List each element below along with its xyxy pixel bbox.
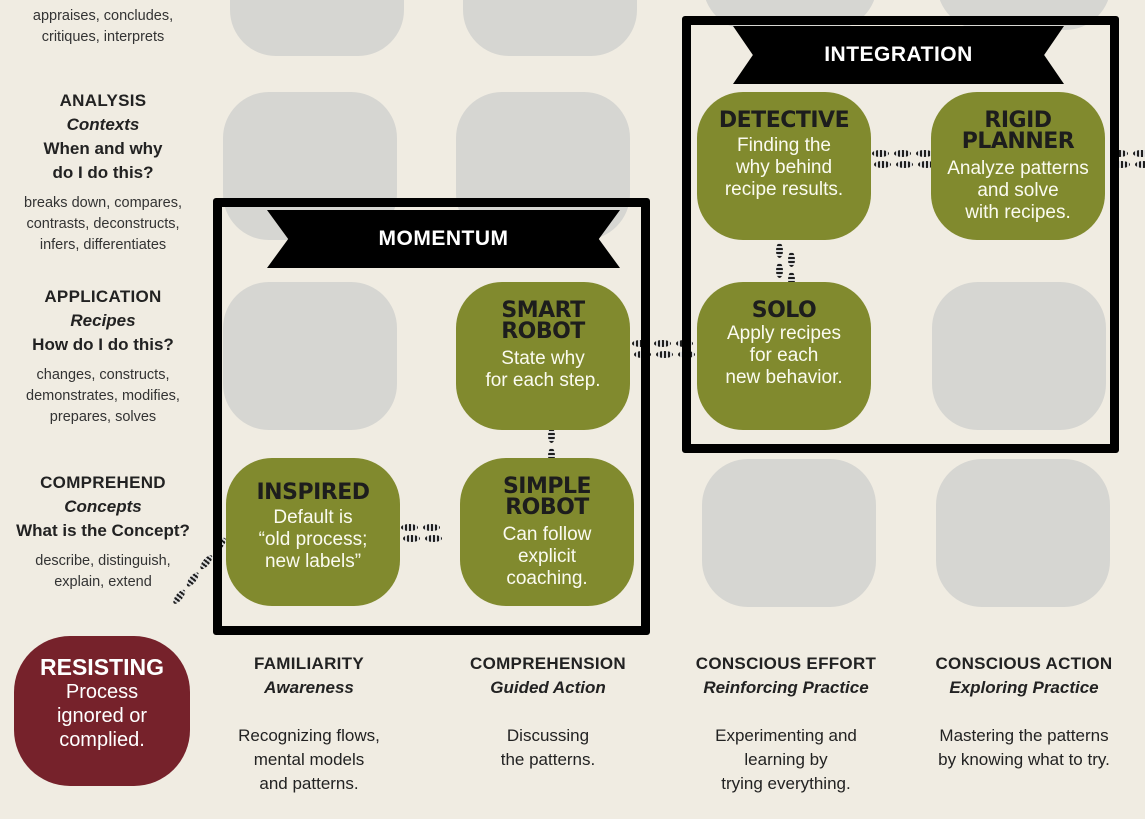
inspired-title: INSPIRED <box>256 480 370 505</box>
comprehend-sub: Concepts <box>64 497 142 516</box>
analysis-question: When and why do I do this? <box>43 139 163 182</box>
rigid-planner-title: RIGID PLANNER <box>961 108 1075 154</box>
comprehension-heading: COMPREHENSION <box>470 654 626 673</box>
comprehend-verbs: describe, distinguish, explain, extend <box>35 553 171 590</box>
rigid-planner-desc: Analyze patterns and solve with recipes. <box>947 158 1089 223</box>
comprehend-heading: COMPREHEND <box>40 473 166 492</box>
conscious-action-desc: Mastering the patterns by knowing what t… <box>938 726 1110 769</box>
empty-tile <box>703 0 877 30</box>
stage-detective: DETECTIVE Finding the why behind recipe … <box>697 92 871 240</box>
analysis-verbs: breaks down, compares, contrasts, decons… <box>24 195 182 253</box>
comprehension-desc: Discussing the patterns. <box>500 726 596 769</box>
column-label-conscious-effort: CONSCIOUS EFFORT Reinforcing Practice Ex… <box>666 652 906 796</box>
solo-desc: Apply recipes for each new behavior. <box>725 323 843 388</box>
conscious-effort-heading: CONSCIOUS EFFORT <box>695 654 877 673</box>
conscious-effort-sub: Reinforcing Practice <box>703 678 869 697</box>
stage-rigid-planner: RIGID PLANNER Analyze patterns and solve… <box>931 92 1105 240</box>
conscious-action-heading: CONSCIOUS ACTION <box>935 654 1113 673</box>
integration-frame <box>682 16 1119 453</box>
momentum-label: MOMENTUM <box>378 227 509 250</box>
row-label-evaluation: appraises, concludes, critiques, interpr… <box>0 6 206 48</box>
evaluation-verbs: appraises, concludes, critiques, interpr… <box>32 8 174 45</box>
application-heading: APPLICATION <box>44 287 162 306</box>
smart-robot-title: SMART ROBOT <box>501 298 585 344</box>
smart-robot-desc: State why for each step. <box>485 348 601 391</box>
stage-solo: SOLO Apply recipes for each new behavior… <box>697 282 871 430</box>
footprints-solo-detective <box>776 243 783 278</box>
simple-robot-title: SIMPLE ROBOT <box>502 474 592 520</box>
footprints-detective-rigid-planner <box>872 150 933 157</box>
row-label-application: APPLICATION Recipes How do I do this? ch… <box>0 285 206 428</box>
footprints-rigid-planner-exit <box>1111 150 1145 157</box>
detective-desc: Finding the why behind recipe results. <box>724 135 844 200</box>
momentum-banner: MOMENTUM <box>267 210 620 268</box>
row-label-analysis: ANALYSIS Contexts When and why do I do t… <box>0 89 206 256</box>
application-question: How do I do this? <box>32 335 174 354</box>
column-label-comprehension: COMPREHENSION Guided Action Discussing t… <box>428 652 668 772</box>
analysis-sub: Contexts <box>66 115 140 134</box>
stage-inspired: INSPIRED Default is “old process; new la… <box>226 458 400 606</box>
conscious-effort-desc: Experimenting and learning by trying eve… <box>715 726 857 793</box>
column-label-conscious-action: CONSCIOUS ACTION Exploring Practice Mast… <box>904 652 1144 772</box>
application-verbs: changes, constructs, demonstrates, modif… <box>26 367 180 425</box>
comprehension-sub: Guided Action <box>490 678 606 697</box>
simple-robot-desc: Can follow explicit coaching. <box>502 524 592 589</box>
empty-tile <box>230 0 404 56</box>
integration-banner: INTEGRATION <box>733 26 1064 84</box>
footprints-inspired-simple-robot <box>401 524 440 531</box>
comprehend-question: What is the Concept? <box>16 521 190 540</box>
conscious-action-sub: Exploring Practice <box>949 678 1099 697</box>
resisting-title: RESISTING <box>40 654 164 680</box>
stage-smart-robot: SMART ROBOT State why for each step. <box>456 282 630 430</box>
analysis-heading: ANALYSIS <box>59 91 147 110</box>
empty-tile <box>936 459 1110 607</box>
stage-simple-robot: SIMPLE ROBOT Can follow explicit coachin… <box>460 458 634 606</box>
column-label-familiarity: FAMILIARITY Awareness Recognizing flows,… <box>189 652 429 796</box>
footprints-simple-smart-robot <box>548 428 555 463</box>
resisting-desc: Process ignored or complied. <box>56 681 148 751</box>
application-sub: Recipes <box>70 311 136 330</box>
inspired-desc: Default is “old process; new labels” <box>258 507 368 572</box>
familiarity-sub: Awareness <box>264 678 354 697</box>
empty-tile <box>223 282 397 430</box>
detective-title: DETECTIVE <box>718 108 850 133</box>
empty-tile <box>937 0 1111 30</box>
integration-label: INTEGRATION <box>824 43 973 66</box>
empty-tile <box>932 282 1106 430</box>
footprints-rigid-planner-exit-lower <box>1113 161 1145 168</box>
familiarity-desc: Recognizing flows, mental models and pat… <box>238 726 380 793</box>
empty-tile <box>463 0 637 56</box>
footprints-inspired-simple-robot-lower <box>403 535 442 542</box>
solo-title: SOLO <box>751 298 817 323</box>
momentum-frame <box>213 198 650 635</box>
row-label-comprehend: COMPREHEND Concepts What is the Concept?… <box>0 471 206 593</box>
footprints-solo-detective-right <box>788 252 795 287</box>
stage-resisting: RESISTING Process ignored or complied. <box>14 636 190 786</box>
empty-tile <box>702 459 876 607</box>
familiarity-heading: FAMILIARITY <box>253 654 364 673</box>
footprints-detective-rigid-planner-lower <box>874 161 935 168</box>
